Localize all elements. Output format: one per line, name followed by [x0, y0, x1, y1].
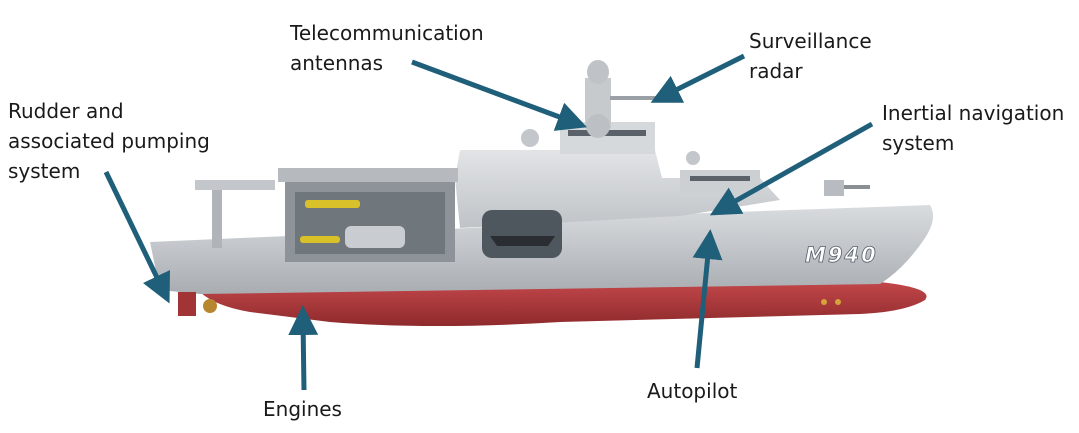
arrow-surveillance	[650, 53, 746, 103]
arrow-rudder	[103, 170, 170, 304]
arrow-inertial	[709, 121, 874, 216]
label-line: Inertial navigation	[882, 101, 1065, 125]
stern-crane-post	[212, 188, 222, 248]
lower-hull	[200, 282, 927, 326]
mast-yard	[610, 96, 660, 100]
drone-1	[305, 200, 360, 208]
label-line: associated pumping	[8, 129, 210, 153]
bow-thruster-1	[821, 299, 827, 305]
superstructure	[455, 150, 780, 228]
rudder	[178, 292, 196, 316]
rhib-bay	[482, 210, 562, 258]
drone-2	[300, 236, 340, 243]
arrow-autopilot	[692, 229, 723, 369]
pointer-arrows	[103, 53, 874, 391]
arrow-telecom	[411, 59, 588, 131]
radome-right	[686, 151, 700, 165]
radome-top	[587, 60, 609, 84]
forward-windows	[690, 176, 750, 181]
label-line: system	[8, 159, 81, 183]
label-line: system	[882, 131, 955, 155]
label-inertial-navigation-system: Inertial navigation system	[882, 98, 1064, 158]
label-line: Engines	[263, 397, 342, 421]
arrow-engines	[288, 305, 319, 391]
forward-gun-mount	[824, 180, 844, 196]
label-line: Telecommunication	[290, 21, 484, 45]
label-engines: Engines	[263, 394, 342, 424]
helideck	[278, 168, 458, 182]
propeller	[203, 299, 217, 313]
workboat	[345, 226, 405, 248]
stern-crane-boom	[195, 180, 275, 190]
radome-middle	[586, 114, 610, 138]
label-autopilot: Autopilot	[647, 376, 737, 406]
radome-left	[521, 129, 539, 147]
rhib-boat	[490, 236, 555, 246]
forward-deckhouse	[680, 170, 760, 194]
label-telecommunication-antennas: Telecommunication antennas	[290, 18, 484, 78]
forward-gun-barrel	[844, 185, 870, 189]
label-line: antennas	[290, 51, 384, 75]
label-line: radar	[749, 59, 803, 83]
label-line: Rudder and	[8, 99, 124, 123]
label-line: Autopilot	[647, 379, 738, 403]
hull-marking: M940	[805, 243, 878, 267]
label-surveillance-radar: Surveillance radar	[749, 26, 872, 86]
bow-thruster-2	[835, 299, 841, 305]
label-line: Surveillance	[749, 29, 872, 53]
label-rudder-pumping-system: Rudder and associated pumping system	[8, 96, 210, 186]
